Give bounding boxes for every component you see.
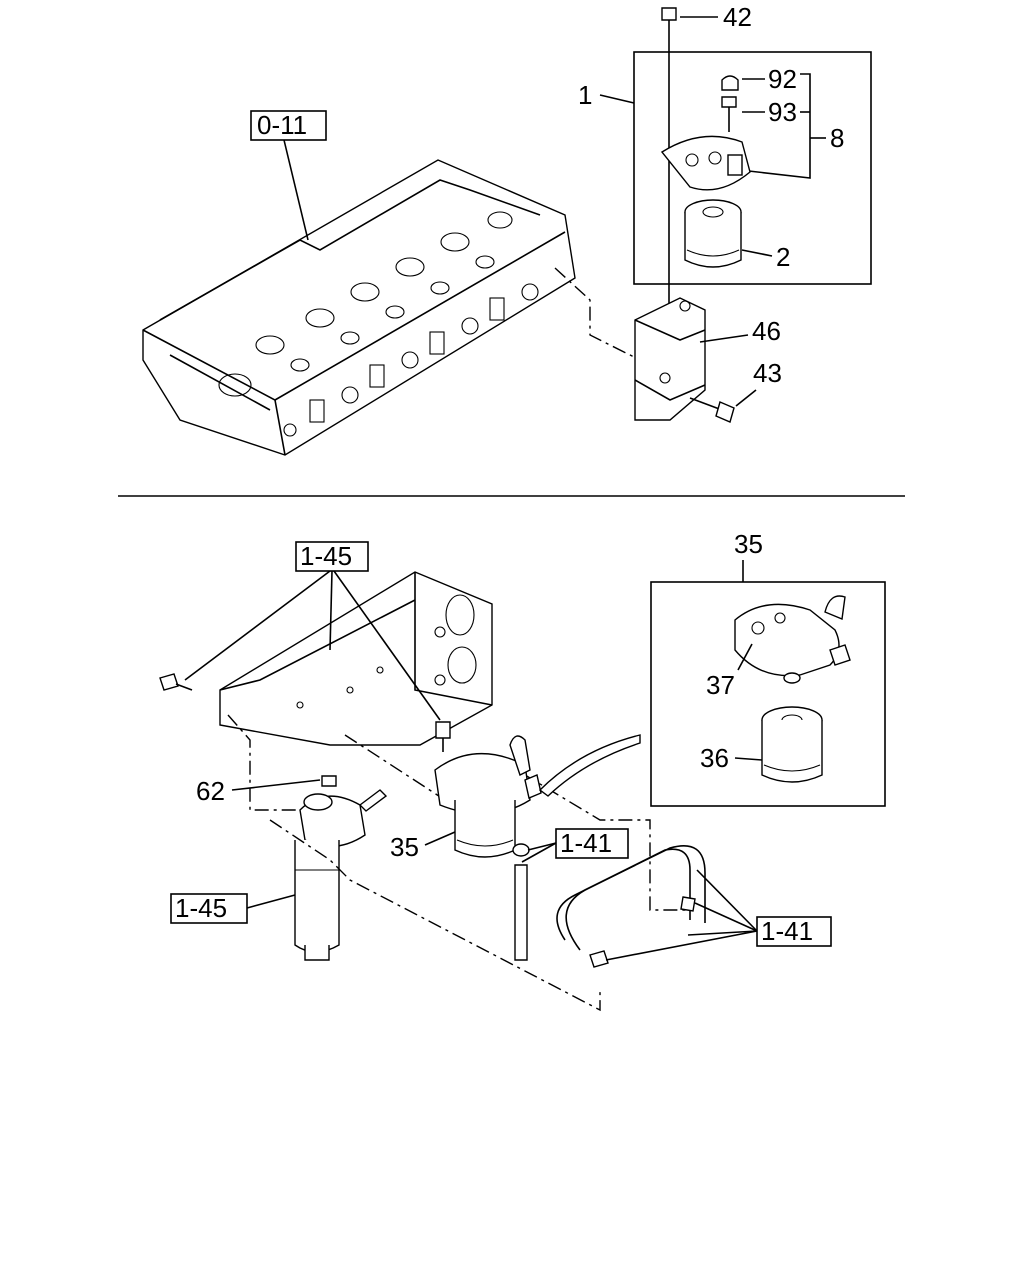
filter-head	[660, 135, 751, 191]
bolt-center	[435, 721, 451, 739]
label-42: 42	[723, 2, 752, 32]
fuel-filter-35	[434, 735, 542, 858]
filter-head-37	[734, 595, 851, 684]
clip-c	[589, 950, 609, 968]
bolt-43	[689, 397, 735, 423]
label-1-45-bottom: 1-45	[175, 893, 227, 923]
filter-36	[761, 706, 823, 783]
label-62: 62	[196, 776, 225, 806]
label-93: 93	[768, 97, 797, 127]
label-1: 1	[578, 80, 592, 110]
label-1-41-b: 1-41	[761, 916, 813, 946]
bolt-42	[661, 7, 677, 40]
plug-93	[721, 96, 737, 132]
ref-box-1-41-b	[756, 916, 832, 947]
ref-box-1-41-a	[555, 828, 629, 859]
label-36: 36	[700, 743, 729, 773]
nut-62	[321, 775, 337, 787]
label-92: 92	[768, 64, 797, 94]
bracket-46	[634, 297, 706, 421]
label-0-11: 0-11	[257, 110, 307, 140]
hose-short	[514, 864, 528, 961]
label-46: 46	[752, 316, 781, 346]
arrow-to-detail	[538, 734, 641, 797]
ref-box-1-45-bottom	[170, 893, 248, 924]
ref-box-1-45-top	[295, 541, 369, 572]
label-1-41-a: 1-41	[560, 828, 612, 858]
ref-box-0-11	[250, 110, 327, 141]
label-8: 8	[830, 123, 844, 153]
label-43: 43	[753, 358, 782, 388]
cylinder-head	[142, 159, 576, 456]
cap-92	[721, 75, 739, 91]
mounting-plate	[219, 571, 493, 746]
clip-b	[680, 896, 696, 912]
filter-assembly-box	[633, 51, 872, 285]
water-separator-filter	[294, 789, 388, 961]
label-2: 2	[776, 242, 790, 272]
clip-a	[512, 843, 530, 857]
bolt-left	[159, 673, 179, 691]
label-35-top: 35	[734, 529, 763, 559]
label-1-45-top: 1-45	[300, 541, 352, 571]
fuel-filter-2	[684, 199, 742, 268]
detail-box-35	[650, 581, 886, 807]
label-35-bottom: 35	[390, 832, 419, 862]
label-37: 37	[706, 670, 735, 700]
